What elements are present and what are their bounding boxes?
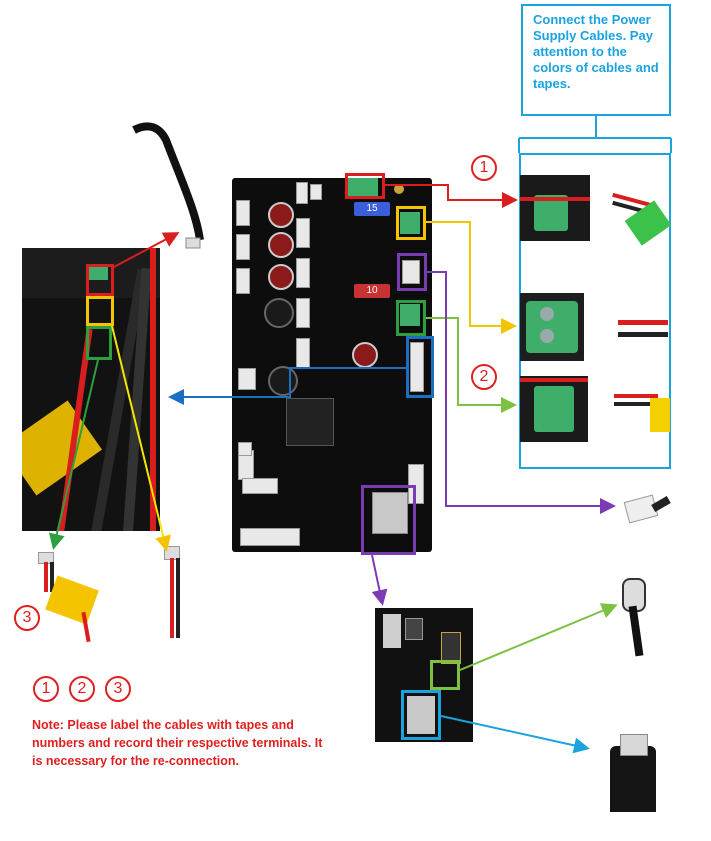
fuse-15-label: 15 — [366, 203, 378, 214]
callout-text: Connect the Power Supply Cables. Pay att… — [533, 12, 659, 91]
board-red-terminal-highlight — [345, 173, 385, 199]
fuse-10-label: 10 — [366, 285, 378, 296]
sensor-cable-drawing — [132, 122, 204, 249]
badge-3: 3 — [14, 605, 40, 631]
badge-1: 1 — [471, 155, 497, 181]
usb-port — [372, 492, 408, 534]
board-purple-connector-highlight — [397, 253, 427, 291]
mcu-chip — [286, 398, 334, 446]
dc-jack-highlight — [430, 660, 460, 690]
dc-plug-photo — [618, 570, 658, 660]
badge-2: 2 — [471, 364, 497, 390]
fuse-10: 10 — [354, 284, 390, 298]
board-green-terminal-highlight — [396, 300, 426, 336]
usb-port-highlight — [401, 690, 441, 740]
psu-terminal-photo-1 — [520, 175, 590, 241]
usb-cable-photo — [600, 716, 670, 814]
legend-badge-3: 3 — [105, 676, 131, 702]
left-green-highlight — [86, 326, 112, 360]
board-purple-usb-highlight — [361, 485, 416, 555]
legend-badge-2: 2 — [69, 676, 95, 702]
note-text: Note: Please label the cables with tapes… — [32, 718, 323, 768]
board-blue-connectors-highlight — [406, 336, 434, 398]
psu-cable-photo-2 — [614, 312, 670, 346]
left-red-highlight — [86, 264, 114, 296]
psu-terminal-photo-2 — [520, 293, 584, 361]
cable-photo-3-taped — [30, 548, 100, 644]
power-supply-callout: Connect the Power Supply Cables. Pay att… — [521, 4, 671, 116]
main-control-board: 15 10 — [232, 178, 432, 552]
fuse-15: 15 — [354, 202, 390, 216]
board-yellow-terminal-highlight — [396, 206, 426, 240]
left-yellow-highlight — [86, 296, 114, 326]
psu-cable-photo-3 — [612, 384, 670, 434]
legend-badge-1: 1 — [33, 676, 59, 702]
psu-terminal-photo-3 — [520, 376, 588, 442]
sensor-cable-photo — [130, 122, 210, 262]
